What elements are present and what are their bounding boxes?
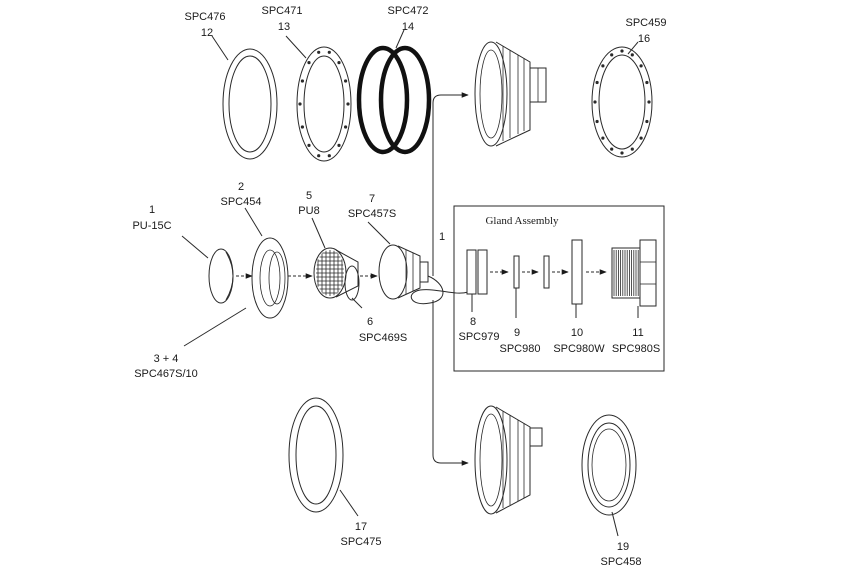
label-num: 9 <box>514 327 520 339</box>
screw-hole <box>630 147 634 151</box>
label-num: 1 <box>149 204 155 216</box>
label-code: SPC459 <box>626 17 667 29</box>
label-code: SPC980W <box>553 343 605 355</box>
screw-hole <box>307 143 311 147</box>
ring-spc475 <box>288 397 344 513</box>
label-code: SPC469S <box>359 332 407 344</box>
housing-spc457s <box>378 244 429 300</box>
screw-hole <box>337 143 341 147</box>
label-code: PU8 <box>298 205 319 217</box>
label-num: 7 <box>369 193 375 205</box>
screw-hole <box>300 79 304 83</box>
screw-hole <box>610 147 614 151</box>
label-num: 6 <box>367 316 373 328</box>
label-code: SPC475 <box>341 536 382 548</box>
screw-hole <box>298 102 302 106</box>
label-num: 19 <box>617 541 629 553</box>
label-code: SPC472 <box>388 5 429 17</box>
ring-spc476 <box>222 48 278 160</box>
screw-hole <box>601 136 605 140</box>
cord-route-arrow-bottom <box>432 300 469 466</box>
screw-hole <box>647 100 651 104</box>
lamp-pu8 <box>313 247 359 299</box>
label-num: 2 <box>238 181 244 193</box>
label-num: 12 <box>201 27 213 39</box>
label-code: SPC476 <box>185 11 226 23</box>
niche-housing-bottom <box>474 405 543 515</box>
label-code: SPC980S <box>612 343 660 355</box>
screw-hole <box>645 119 649 124</box>
face-ring-spc454 <box>251 237 289 319</box>
label-num: 13 <box>278 21 290 33</box>
niche-housing-top <box>474 41 547 147</box>
label-code: SPC454 <box>221 196 262 208</box>
screw-hole <box>300 125 304 129</box>
screw-hole <box>344 79 348 83</box>
label-code: PU-15C <box>132 220 171 232</box>
lamp-cap-pu15c <box>208 248 234 304</box>
label-code: SPC980 <box>500 343 541 355</box>
power-cord <box>410 275 469 305</box>
screw-hole <box>327 50 331 54</box>
screw-hole <box>595 119 599 124</box>
screw-hole <box>610 53 614 57</box>
label-num: 11 <box>632 327 643 339</box>
gland-assembly-box <box>453 205 665 372</box>
screw-hole <box>595 80 599 85</box>
screw-hole <box>601 64 605 68</box>
label-num: 16 <box>638 33 650 45</box>
gland-assembly-title: Gland Assembly <box>485 215 559 227</box>
screw-hole <box>337 61 341 65</box>
ring-spc471 <box>296 46 352 162</box>
label-num: 5 <box>306 190 312 202</box>
screw-hole <box>317 154 321 158</box>
label-code: SPC457S <box>348 208 396 220</box>
screw-hole <box>639 136 643 140</box>
label-num: 8 <box>470 316 476 328</box>
screw-hole <box>620 49 624 53</box>
screw-hole <box>620 151 624 155</box>
ring-spc459 <box>591 46 653 158</box>
label-code: SPC471 <box>262 5 303 17</box>
part-labels: SPC476 12 SPC471 13 SPC472 14 SPC459 16 … <box>132 5 666 567</box>
label-code: SPC979 <box>459 331 500 343</box>
label-code: SPC458 <box>601 556 642 567</box>
screw-hole <box>645 80 649 85</box>
label-num: 10 <box>571 327 583 339</box>
screw-hole <box>346 102 350 106</box>
screw-hole <box>639 64 643 68</box>
label-num: 3 + 4 <box>154 353 179 365</box>
screw-hole <box>317 50 321 54</box>
leader-lines <box>181 29 639 537</box>
label-num: 14 <box>402 21 414 33</box>
screw-hole <box>307 61 311 65</box>
cord-route-arrow-top <box>432 92 469 276</box>
gland-nut-spc980s <box>611 239 657 307</box>
screw-hole <box>344 125 348 129</box>
screw-hole <box>630 53 634 57</box>
gasket-spc472 <box>356 45 432 155</box>
oring-spc469s <box>344 265 360 301</box>
label-code: SPC467S/10 <box>134 368 198 380</box>
screw-hole <box>327 154 331 158</box>
label-cord: 1 <box>439 231 445 243</box>
ring-spc458 <box>581 414 637 516</box>
screw-hole <box>593 100 597 104</box>
label-num: 17 <box>355 521 367 533</box>
